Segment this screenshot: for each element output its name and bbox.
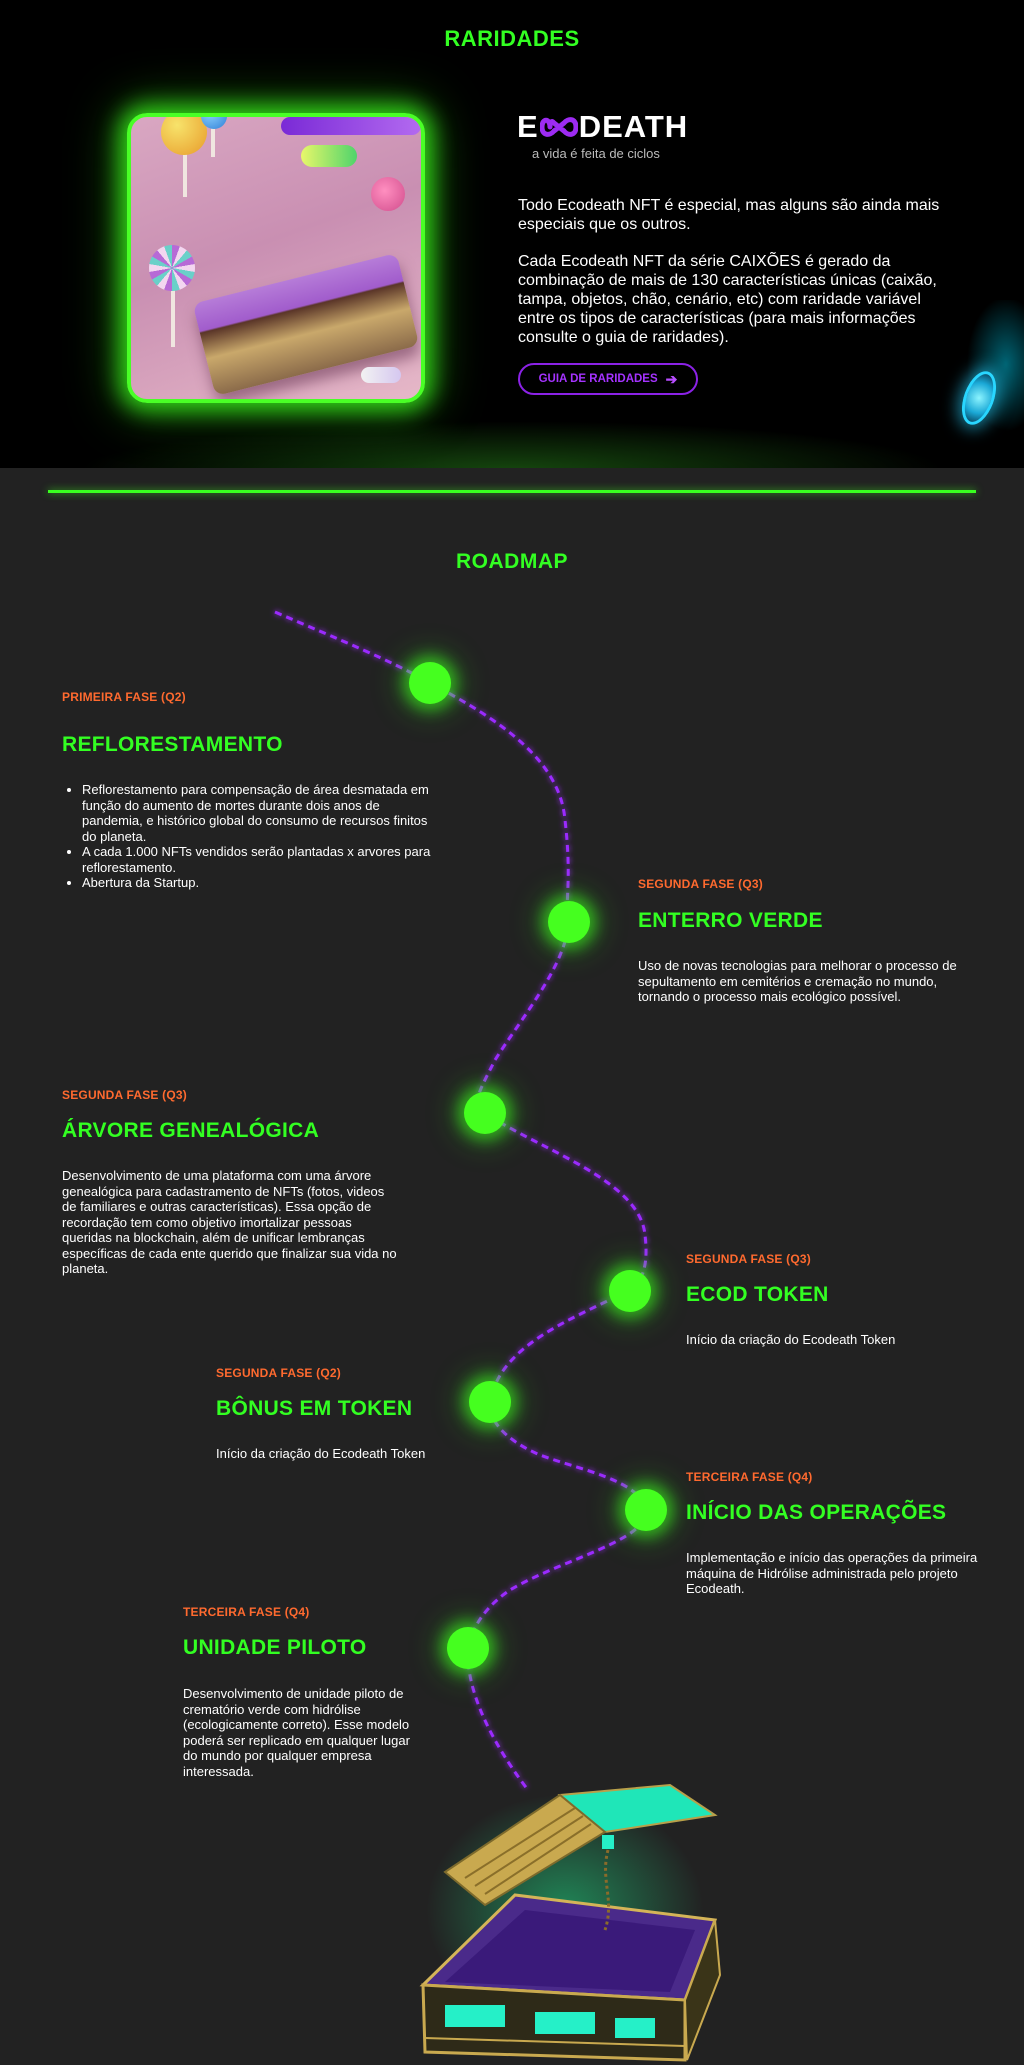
milestone-description: Desenvolvimento de unidade piloto de cre… — [183, 1686, 410, 1779]
milestone-title: ÁRVORE GENEALÓGICA — [62, 1119, 320, 1142]
milestone-node — [548, 901, 590, 943]
rarities-title: RARIDADES — [444, 26, 580, 51]
candy-bar-decoration — [281, 117, 421, 135]
milestone-phase: SEGUNDA FASE (Q3) — [638, 877, 763, 891]
nft-artwork-image — [127, 113, 425, 403]
list-item: A cada 1.000 NFTs vendidos serão plantad… — [82, 844, 437, 875]
milestone-node — [447, 1627, 489, 1669]
list-item: Abertura da Startup. — [82, 875, 437, 891]
milestone-title: BÔNUS EM TOKEN — [216, 1397, 413, 1420]
rarities-description-paragraph: Cada Ecodeath NFT da série CAIXÕES é ger… — [518, 253, 937, 346]
brand-tagline: a vida é feita de ciclos — [532, 146, 660, 161]
milestone-node — [409, 662, 451, 704]
ecodeath-logo: E DEATH — [517, 109, 689, 144]
cupcake-decoration — [371, 177, 405, 211]
rarities-section: RARIDADES E DEATH a vida é feita de cicl… — [0, 0, 1024, 468]
list-item: Reflorestamento para compensação de área… — [82, 782, 437, 844]
light-beam-decoration — [894, 300, 1024, 460]
milestone-node — [609, 1270, 651, 1312]
roadmap-title: ROADMAP — [456, 550, 568, 573]
lollipop-decoration — [161, 117, 207, 155]
lollipop-decoration — [201, 117, 227, 129]
logo-text-suffix: DEATH — [578, 109, 689, 144]
section-divider — [48, 490, 976, 493]
milestone-title: ECOD TOKEN — [686, 1283, 829, 1306]
milestone-description: Desenvolvimento de uma plataforma com um… — [62, 1168, 397, 1276]
rarities-intro-paragraph: Todo Ecodeath NFT é especial, mas alguns… — [518, 197, 940, 233]
rarity-guide-button[interactable]: GUIA DE RARIDADES ➔ — [518, 363, 698, 395]
lollipop-stick — [211, 117, 215, 157]
milestone-phase: TERCEIRA FASE (Q4) — [686, 1470, 813, 1484]
arrow-right-icon: ➔ — [665, 370, 678, 387]
milestone-list: Reflorestamento para compensação de área… — [62, 782, 437, 891]
milestone-description: Uso de novas tecnologias para melhorar o… — [638, 958, 957, 1004]
swirl-lollipop — [149, 245, 195, 291]
milestone-description: Implementação e início das operações da … — [686, 1550, 978, 1596]
rarity-guide-button-label: GUIA DE RARIDADES — [538, 373, 658, 385]
milestone-title: ENTERRO VERDE — [638, 909, 823, 932]
milestone-title: REFLORESTAMENTO — [62, 733, 283, 756]
milestone-description: Início da criação do Ecodeath Token — [686, 1332, 896, 1347]
logo-text-prefix: E — [517, 109, 539, 144]
candy-decoration — [361, 367, 401, 383]
milestone-description: Início da criação do Ecodeath Token — [216, 1446, 426, 1461]
lollipop-stick — [183, 137, 187, 197]
coffin-illustration — [385, 1760, 745, 2065]
milestone-phase: SEGUNDA FASE (Q3) — [62, 1088, 187, 1102]
milestone-title: INÍCIO DAS OPERAÇÕES — [686, 1501, 947, 1524]
infinity-loop-icon — [539, 117, 578, 137]
milestone-phase: SEGUNDA FASE (Q2) — [216, 1366, 341, 1380]
lollipop-stick — [171, 267, 175, 347]
milestone-node — [625, 1489, 667, 1531]
milestone-phase: PRIMEIRA FASE (Q2) — [62, 690, 186, 704]
milestone-phase: SEGUNDA FASE (Q3) — [686, 1252, 811, 1266]
milestone-title: UNIDADE PILOTO — [183, 1636, 367, 1659]
gummy-decoration — [301, 145, 357, 167]
coffin-icon — [419, 1783, 722, 2062]
section-glow — [0, 400, 1024, 468]
milestone-phase: TERCEIRA FASE (Q4) — [183, 1605, 310, 1619]
milestone-node — [464, 1092, 506, 1134]
milestone-node — [469, 1381, 511, 1423]
